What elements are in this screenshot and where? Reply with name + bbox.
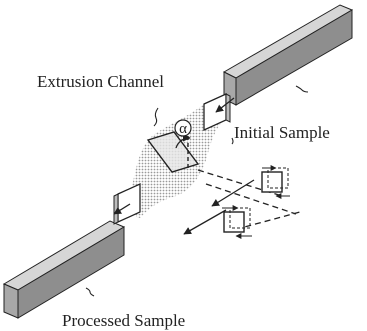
- input-bar: [222, 4, 354, 106]
- shear-arrows: [183, 179, 255, 235]
- leader-initial-sample: [231, 137, 234, 145]
- shear-plane: [146, 131, 200, 173]
- deformation-guides: [197, 169, 301, 233]
- label-initial-sample: Initial Sample: [234, 123, 330, 142]
- leader-input-bar: [295, 85, 309, 93]
- alpha-marker: α: [174, 119, 192, 137]
- alpha-symbol: α: [179, 121, 187, 137]
- leader-output-bar: [85, 287, 95, 297]
- exit-die: [113, 182, 141, 225]
- output-bar: [2, 220, 126, 319]
- entry-die: [203, 92, 235, 132]
- leader-channel: [153, 107, 159, 127]
- label-extrusion-channel: Extrusion Channel: [37, 72, 164, 91]
- leader-lines: [85, 85, 309, 297]
- sample-element-lower: [222, 205, 252, 239]
- label-processed-sample: Processed Sample: [62, 311, 185, 330]
- angle-arc: [175, 133, 191, 149]
- sample-element-upper: [261, 165, 290, 199]
